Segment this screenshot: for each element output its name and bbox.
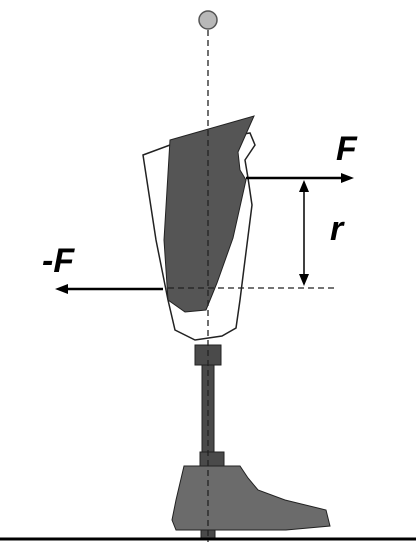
hip-joint-marker: [198, 10, 218, 30]
moment-arm-label: r: [330, 210, 345, 248]
counter-force-arrow-head: [55, 284, 68, 294]
residual-limb: [163, 115, 255, 313]
prosthetic-foot: [171, 465, 331, 531]
pylon-tube: [201, 364, 215, 454]
counter-force-label: -F: [42, 242, 75, 280]
moment-arm-arrow-top: [299, 180, 309, 192]
moment-arm-arrow-bottom: [299, 274, 309, 286]
force-arrow-head: [341, 173, 354, 183]
force-label: F: [336, 130, 358, 168]
